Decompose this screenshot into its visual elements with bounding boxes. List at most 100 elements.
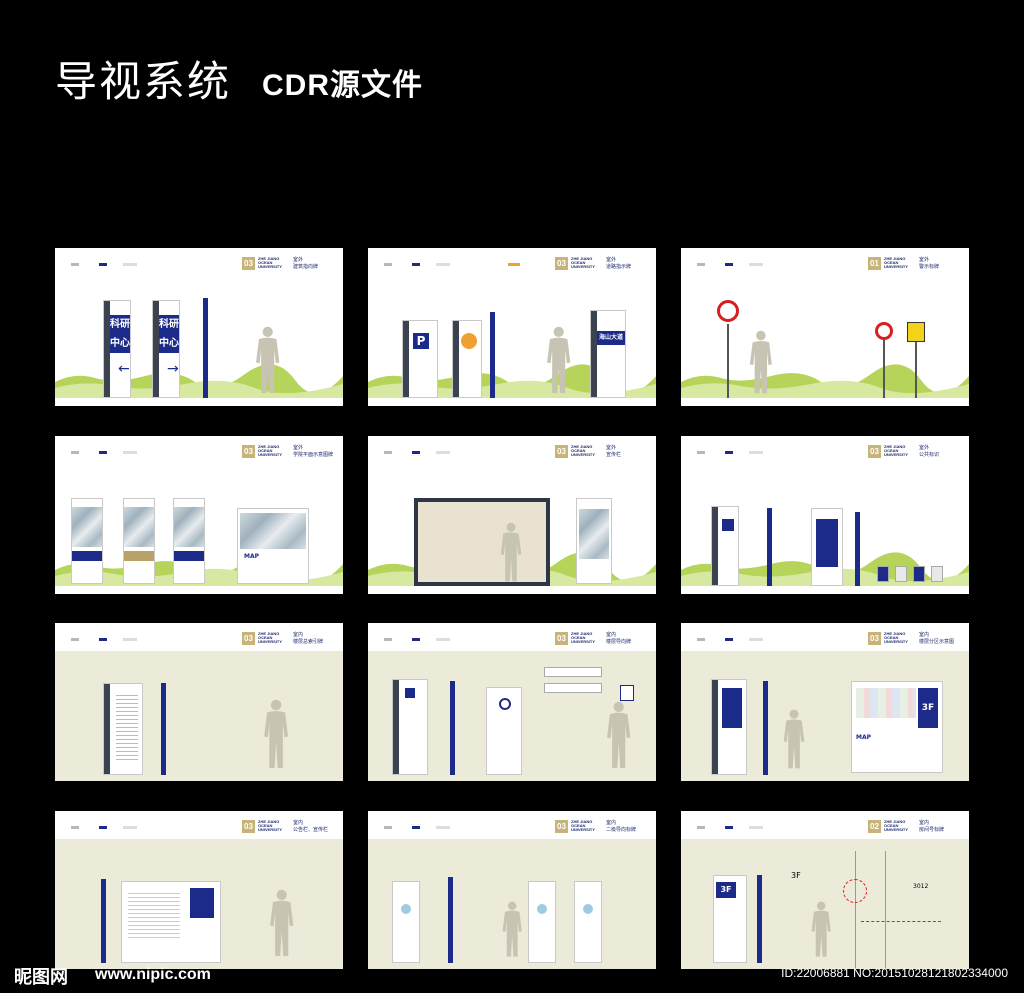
legend-swatch	[131, 263, 137, 266]
no-truck-icon	[717, 300, 739, 322]
keyan-sign: 科研中心 ←	[103, 300, 131, 398]
section-number-badge: 03	[868, 632, 881, 645]
facility-sign	[711, 506, 739, 586]
panel-category: 室外	[606, 257, 617, 263]
legend-swatch	[412, 638, 420, 641]
keyan-label: 科研中心	[110, 315, 130, 353]
legend-swatch	[384, 263, 392, 266]
legend-swatch	[757, 451, 763, 454]
floor-number: 3F	[716, 882, 736, 898]
legend-swatch	[697, 263, 705, 266]
pole	[883, 340, 885, 398]
sign-edge	[153, 301, 159, 397]
door-line	[885, 851, 886, 969]
keyan-sign: 科研中心 →	[152, 300, 180, 398]
sign-edge	[712, 507, 718, 585]
floor-direction-sign	[392, 679, 428, 775]
legend-swatch	[384, 826, 392, 829]
secondary-icon	[401, 904, 411, 914]
facility-icon	[722, 519, 734, 531]
hanging-sign	[544, 683, 602, 693]
section-number-badge: 03	[555, 257, 568, 270]
panel-category: 室内	[293, 632, 304, 638]
header-legend	[384, 263, 520, 267]
secondary-sign	[392, 881, 420, 963]
pole	[203, 298, 208, 398]
legend-swatch	[444, 638, 450, 641]
panel-title: 警示标牌	[919, 264, 940, 270]
notice-board	[121, 881, 221, 963]
university-brand: ZHE JIANG OCEAN UNIVERSITY	[258, 256, 283, 270]
watermark-url: www.nipic.com	[95, 966, 211, 983]
keyan-label: 科研中心	[159, 315, 179, 353]
arrow-icon: →	[167, 361, 179, 377]
header-legend	[71, 451, 141, 455]
page-title: 导视系统	[55, 57, 232, 106]
panel-category: 室外	[606, 445, 617, 451]
legend-swatch	[99, 263, 107, 266]
legend-swatch	[123, 451, 131, 454]
map-sign	[576, 498, 612, 584]
header-legend	[384, 451, 454, 455]
panel-title: 学院平面示意图牌	[293, 452, 334, 458]
pole	[767, 508, 772, 586]
pole	[450, 681, 455, 775]
section-number-badge: 03	[242, 632, 255, 645]
sign-edge	[453, 321, 459, 397]
header-legend	[384, 638, 454, 642]
floor-plan	[856, 688, 916, 718]
panel-title: 楼层分区示意图	[919, 639, 955, 645]
campus-map-sign	[123, 498, 155, 584]
panel-category: 室内	[919, 632, 930, 638]
legend-swatch	[71, 826, 79, 829]
person-silhouette	[604, 701, 633, 771]
floor-number-plate: 3F	[791, 871, 801, 880]
section-number-badge: 03	[242, 820, 255, 833]
panel-category: 室内	[293, 820, 304, 826]
map-strip	[174, 551, 204, 561]
sign-edge	[104, 301, 110, 397]
legend-swatch	[131, 826, 137, 829]
campus-map-image	[72, 507, 102, 547]
university-brand: ZHE JIANG OCEAN UNIVERSITY	[258, 819, 283, 833]
legend-swatch	[697, 638, 705, 641]
panel-category: 室外	[293, 257, 304, 263]
legend-swatch	[99, 451, 107, 454]
legend-swatch	[71, 638, 79, 641]
university-brand: ZHE JIANG OCEAN UNIVERSITY	[571, 631, 596, 645]
campus-map-image	[579, 509, 609, 559]
ground-grass	[368, 364, 656, 398]
legend-swatch	[412, 826, 420, 829]
bulletin-board	[414, 498, 550, 586]
section-number-badge: 03	[555, 445, 568, 458]
pole	[727, 324, 729, 398]
person-silhouette	[267, 889, 296, 959]
secondary-icon	[583, 904, 593, 914]
person-silhouette	[498, 522, 524, 584]
map-label: MAP	[244, 553, 260, 560]
campus-map-sign	[173, 498, 205, 584]
room-sign: 3F	[713, 875, 747, 963]
pole	[101, 879, 106, 963]
header-legend	[697, 451, 767, 455]
arrow-icon: ←	[118, 361, 130, 377]
panel-title: 道路指示牌	[606, 264, 632, 270]
legend-swatch	[725, 638, 733, 641]
directory-lines	[116, 692, 138, 762]
legend-swatch	[757, 638, 763, 641]
panel-title: 楼层总索引牌	[293, 639, 324, 645]
pole	[161, 683, 166, 775]
notice-side	[190, 888, 214, 918]
panel-title: 公告栏、宣传栏	[293, 827, 329, 833]
legend-swatch	[131, 451, 137, 454]
person-silhouette	[261, 699, 291, 771]
pole	[757, 875, 762, 963]
person-silhouette	[544, 326, 573, 396]
panel-title: 房间号标牌	[919, 827, 945, 833]
